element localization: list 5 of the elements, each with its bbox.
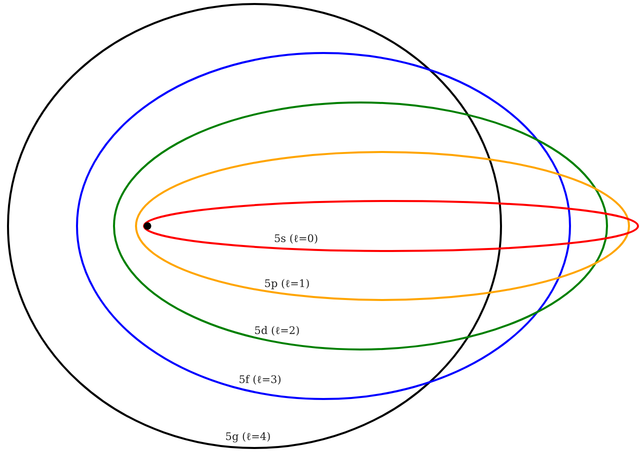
orbit-label: 5p (ℓ=1) [264, 278, 310, 290]
orbit-label: 5f (ℓ=3) [238, 374, 282, 386]
orbit-label: 5s (ℓ=0) [274, 234, 318, 244]
orbit-label: 5g (ℓ=4) [225, 432, 271, 442]
orbit-label: 5d (ℓ=2) [254, 326, 300, 336]
